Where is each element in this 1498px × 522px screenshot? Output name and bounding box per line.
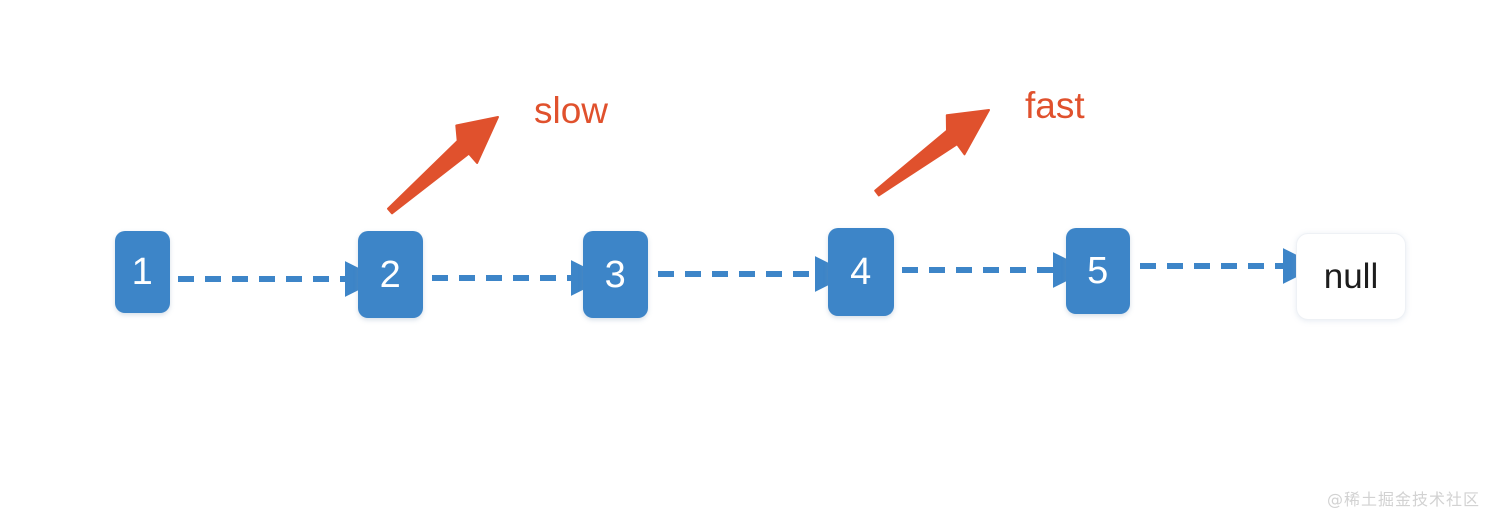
node-1[interactable]: 1 [115,231,170,313]
annotation-arrow-slow [387,116,499,215]
node-1-label: 1 [131,251,154,293]
annotation-arrow-fast [874,109,990,197]
annotation-label-fast: fast [1025,85,1085,126]
watermark: @稀土掘金技术社区 [1326,490,1480,509]
node-2[interactable]: 2 [358,231,423,318]
node-5[interactable]: 5 [1066,228,1130,314]
node-3[interactable]: 3 [583,231,648,318]
annotation-label-slow: slow [534,90,609,131]
node-null[interactable]: null [1296,233,1406,320]
node-3-label: 3 [604,253,627,296]
node-5-label: 5 [1087,250,1109,292]
node-2-label: 2 [379,253,402,296]
node-4[interactable]: 4 [828,228,894,316]
node-4-label: 4 [850,251,872,293]
node-null-label: null [1323,257,1379,296]
